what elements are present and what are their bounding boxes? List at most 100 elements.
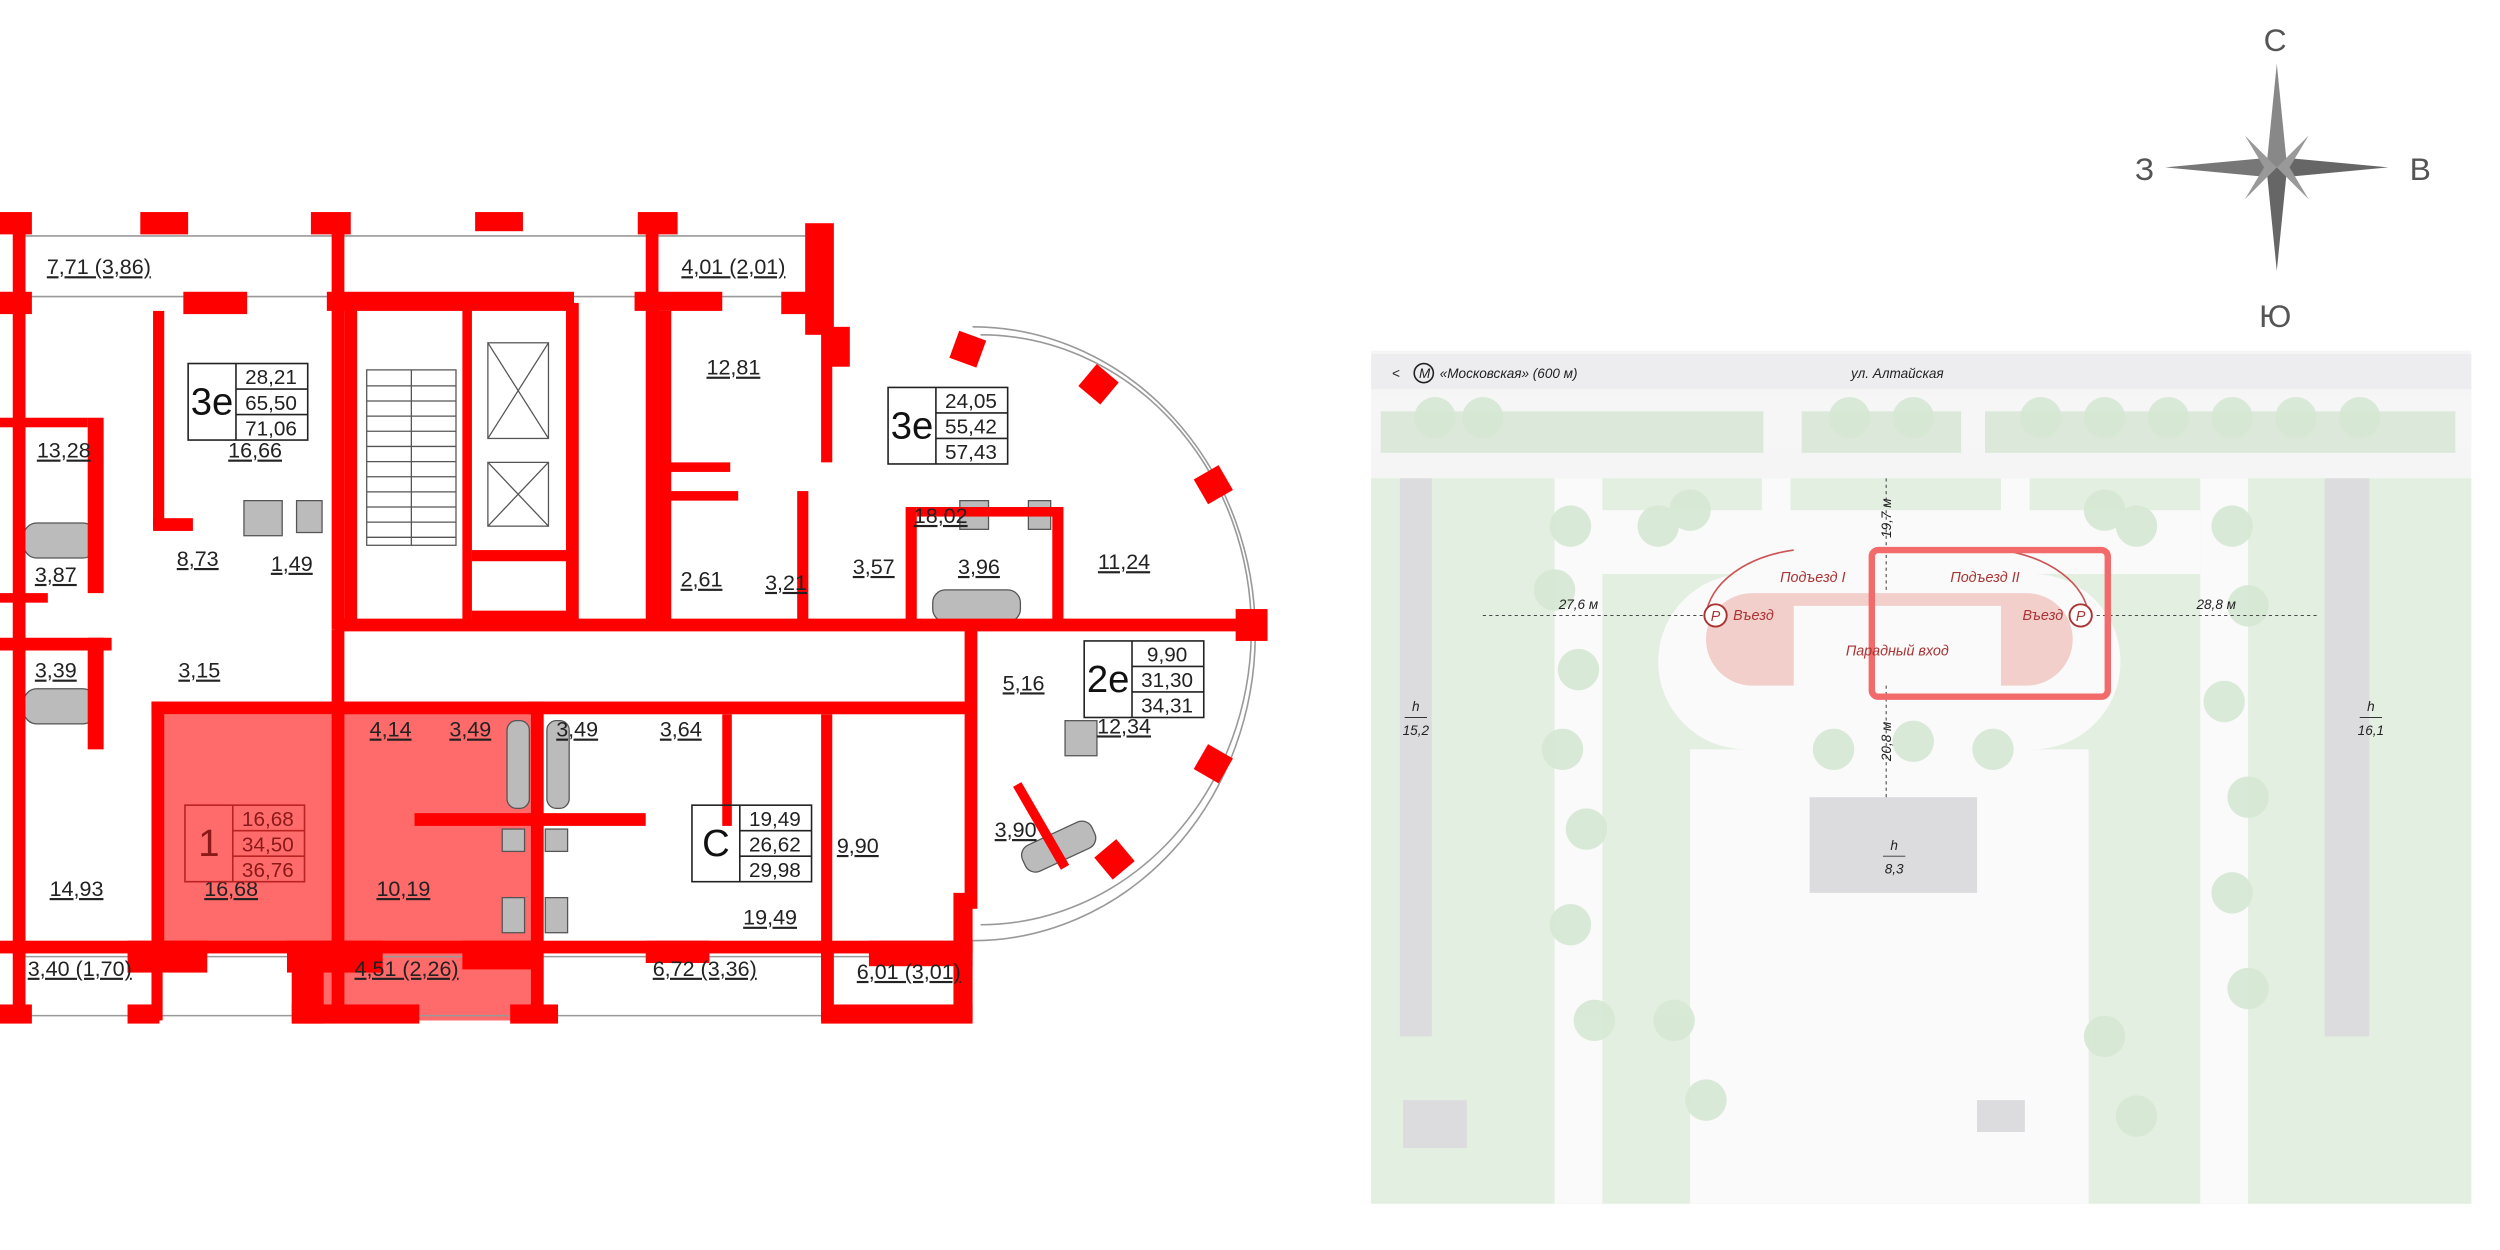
room-area-label: 13,28 [37, 439, 91, 463]
entrance-highlight-frame[interactable] [1868, 546, 2111, 700]
svg-text:16,1: 16,1 [2358, 723, 2384, 738]
apartment-area: 9,90 [1147, 644, 1187, 667]
tree [1892, 397, 1934, 439]
tree [1414, 397, 1456, 439]
tree [1892, 720, 1934, 763]
building-left [1399, 478, 1432, 1037]
tree [1549, 904, 1592, 946]
room-area-label: 2,61 [681, 568, 723, 592]
tree [2227, 776, 2269, 818]
street-name: ул. Алтайская [1850, 366, 1944, 381]
svg-text:h: h [1890, 838, 1898, 853]
main-entrance-label: Парадный вход [1846, 643, 1949, 659]
apartment-area: 26,62 [749, 833, 801, 856]
tree [2147, 397, 2190, 439]
compass-south: Ю [2259, 298, 2291, 334]
room-area-label: 4,14 [370, 718, 412, 742]
room-area-label: 3,57 [853, 555, 895, 579]
tree [1573, 999, 1616, 1042]
apartment-area: 34,31 [1141, 695, 1193, 718]
tree [1549, 505, 1592, 547]
compass-west-arrow [2165, 157, 2277, 177]
compass-south-arrow [2267, 167, 2287, 272]
room-area-label: 5,16 [1003, 671, 1045, 695]
room-area-label: 3,21 [765, 571, 807, 595]
apartment-area: 34,50 [242, 833, 294, 856]
apartment-type: 3е [191, 381, 234, 424]
bathroom-fixtures [23, 500, 1098, 934]
room-area-label: 3,49 [556, 718, 598, 742]
floor-plan: 7,71 (3,86) 4,01 (2,01) 13,28 16,66 8,73 1,49… [0, 212, 1268, 1024]
dimension-lines [1482, 478, 2320, 798]
tree [1557, 648, 1600, 691]
room-area-label: 3,64 [660, 718, 702, 742]
tree [1972, 728, 2014, 771]
room-area-label: 11,24 [1098, 550, 1150, 574]
tree [1533, 569, 1576, 611]
compass-east-arrow [2276, 157, 2389, 177]
room-area-label: 16,66 [228, 439, 282, 463]
apartment-area: 24,05 [945, 390, 997, 413]
site-map: < M «Московская» (600 м) ул. Алтайская П… [1371, 350, 2472, 1204]
room-area-label: 19,49 [743, 906, 797, 930]
tree [1565, 808, 1608, 850]
room-area-label: 12,34 [1097, 714, 1151, 738]
apartment-area: 65,50 [245, 392, 297, 415]
entrance-1-label: Подъезд I [1780, 570, 1845, 586]
tree [2083, 397, 2126, 439]
svg-text:P: P [1711, 609, 1721, 625]
metro-icon [1413, 362, 1435, 384]
apartment-area: 31,30 [1141, 669, 1193, 692]
room-area-label: 7,71 (3,86) [47, 255, 151, 279]
tree [2211, 505, 2253, 547]
room-area-label: 3,15 [178, 659, 220, 683]
apartment-area: 36,76 [242, 859, 294, 882]
room-area-label: 8,73 [177, 547, 219, 571]
svg-text:h: h [1412, 699, 1420, 714]
tree [2227, 967, 2269, 1010]
room-area-label: 18,02 [914, 504, 968, 528]
staircase [366, 342, 550, 546]
apartment-type: С [702, 822, 730, 865]
tree [1828, 397, 1871, 439]
apartment-area: 28,21 [245, 366, 297, 389]
apartment-type: 1 [198, 822, 219, 865]
tree [2211, 397, 2253, 439]
distance-left: 27,6 м [1558, 597, 1599, 612]
compass-west: З [2135, 151, 2154, 187]
back-chevron-icon[interactable]: < [1392, 366, 1400, 381]
tree [1669, 489, 1711, 531]
building-center [1809, 797, 1978, 893]
room-area-label: 3,49 [449, 718, 491, 742]
svg-text:M: M [1419, 366, 1431, 381]
tree [1637, 505, 1679, 547]
apartment-area: 19,49 [749, 808, 801, 831]
tree [2020, 397, 2062, 439]
room-area-label: 1,49 [271, 552, 313, 576]
parking-icon-right [2068, 603, 2093, 628]
svg-text:P: P [2076, 609, 2086, 625]
room-labels: 7,71 (3,86) 4,01 (2,01) 13,28 16,66 8,73 1,49… [28, 255, 1151, 984]
apartment-area: 55,42 [945, 416, 997, 439]
height-center: h 8,3 [1882, 838, 1906, 877]
building-right [2324, 478, 2370, 1037]
room-area-label: 4,01 (2,01) [681, 255, 785, 279]
entrance-2-label: Подъезд II [1950, 570, 2019, 586]
apartment-area: 16,68 [242, 808, 294, 831]
height-left: h 15,2 [1403, 699, 1430, 738]
tree [2211, 872, 2253, 914]
tree [2203, 680, 2245, 723]
tree [1812, 728, 1855, 771]
metro-label[interactable]: «Московская» (600 м) [1440, 366, 1578, 381]
room-area-label: 9,90 [837, 834, 879, 858]
svg-text:15,2: 15,2 [1403, 723, 1430, 738]
room-area-label: 4,51 (2,26) [355, 957, 459, 981]
